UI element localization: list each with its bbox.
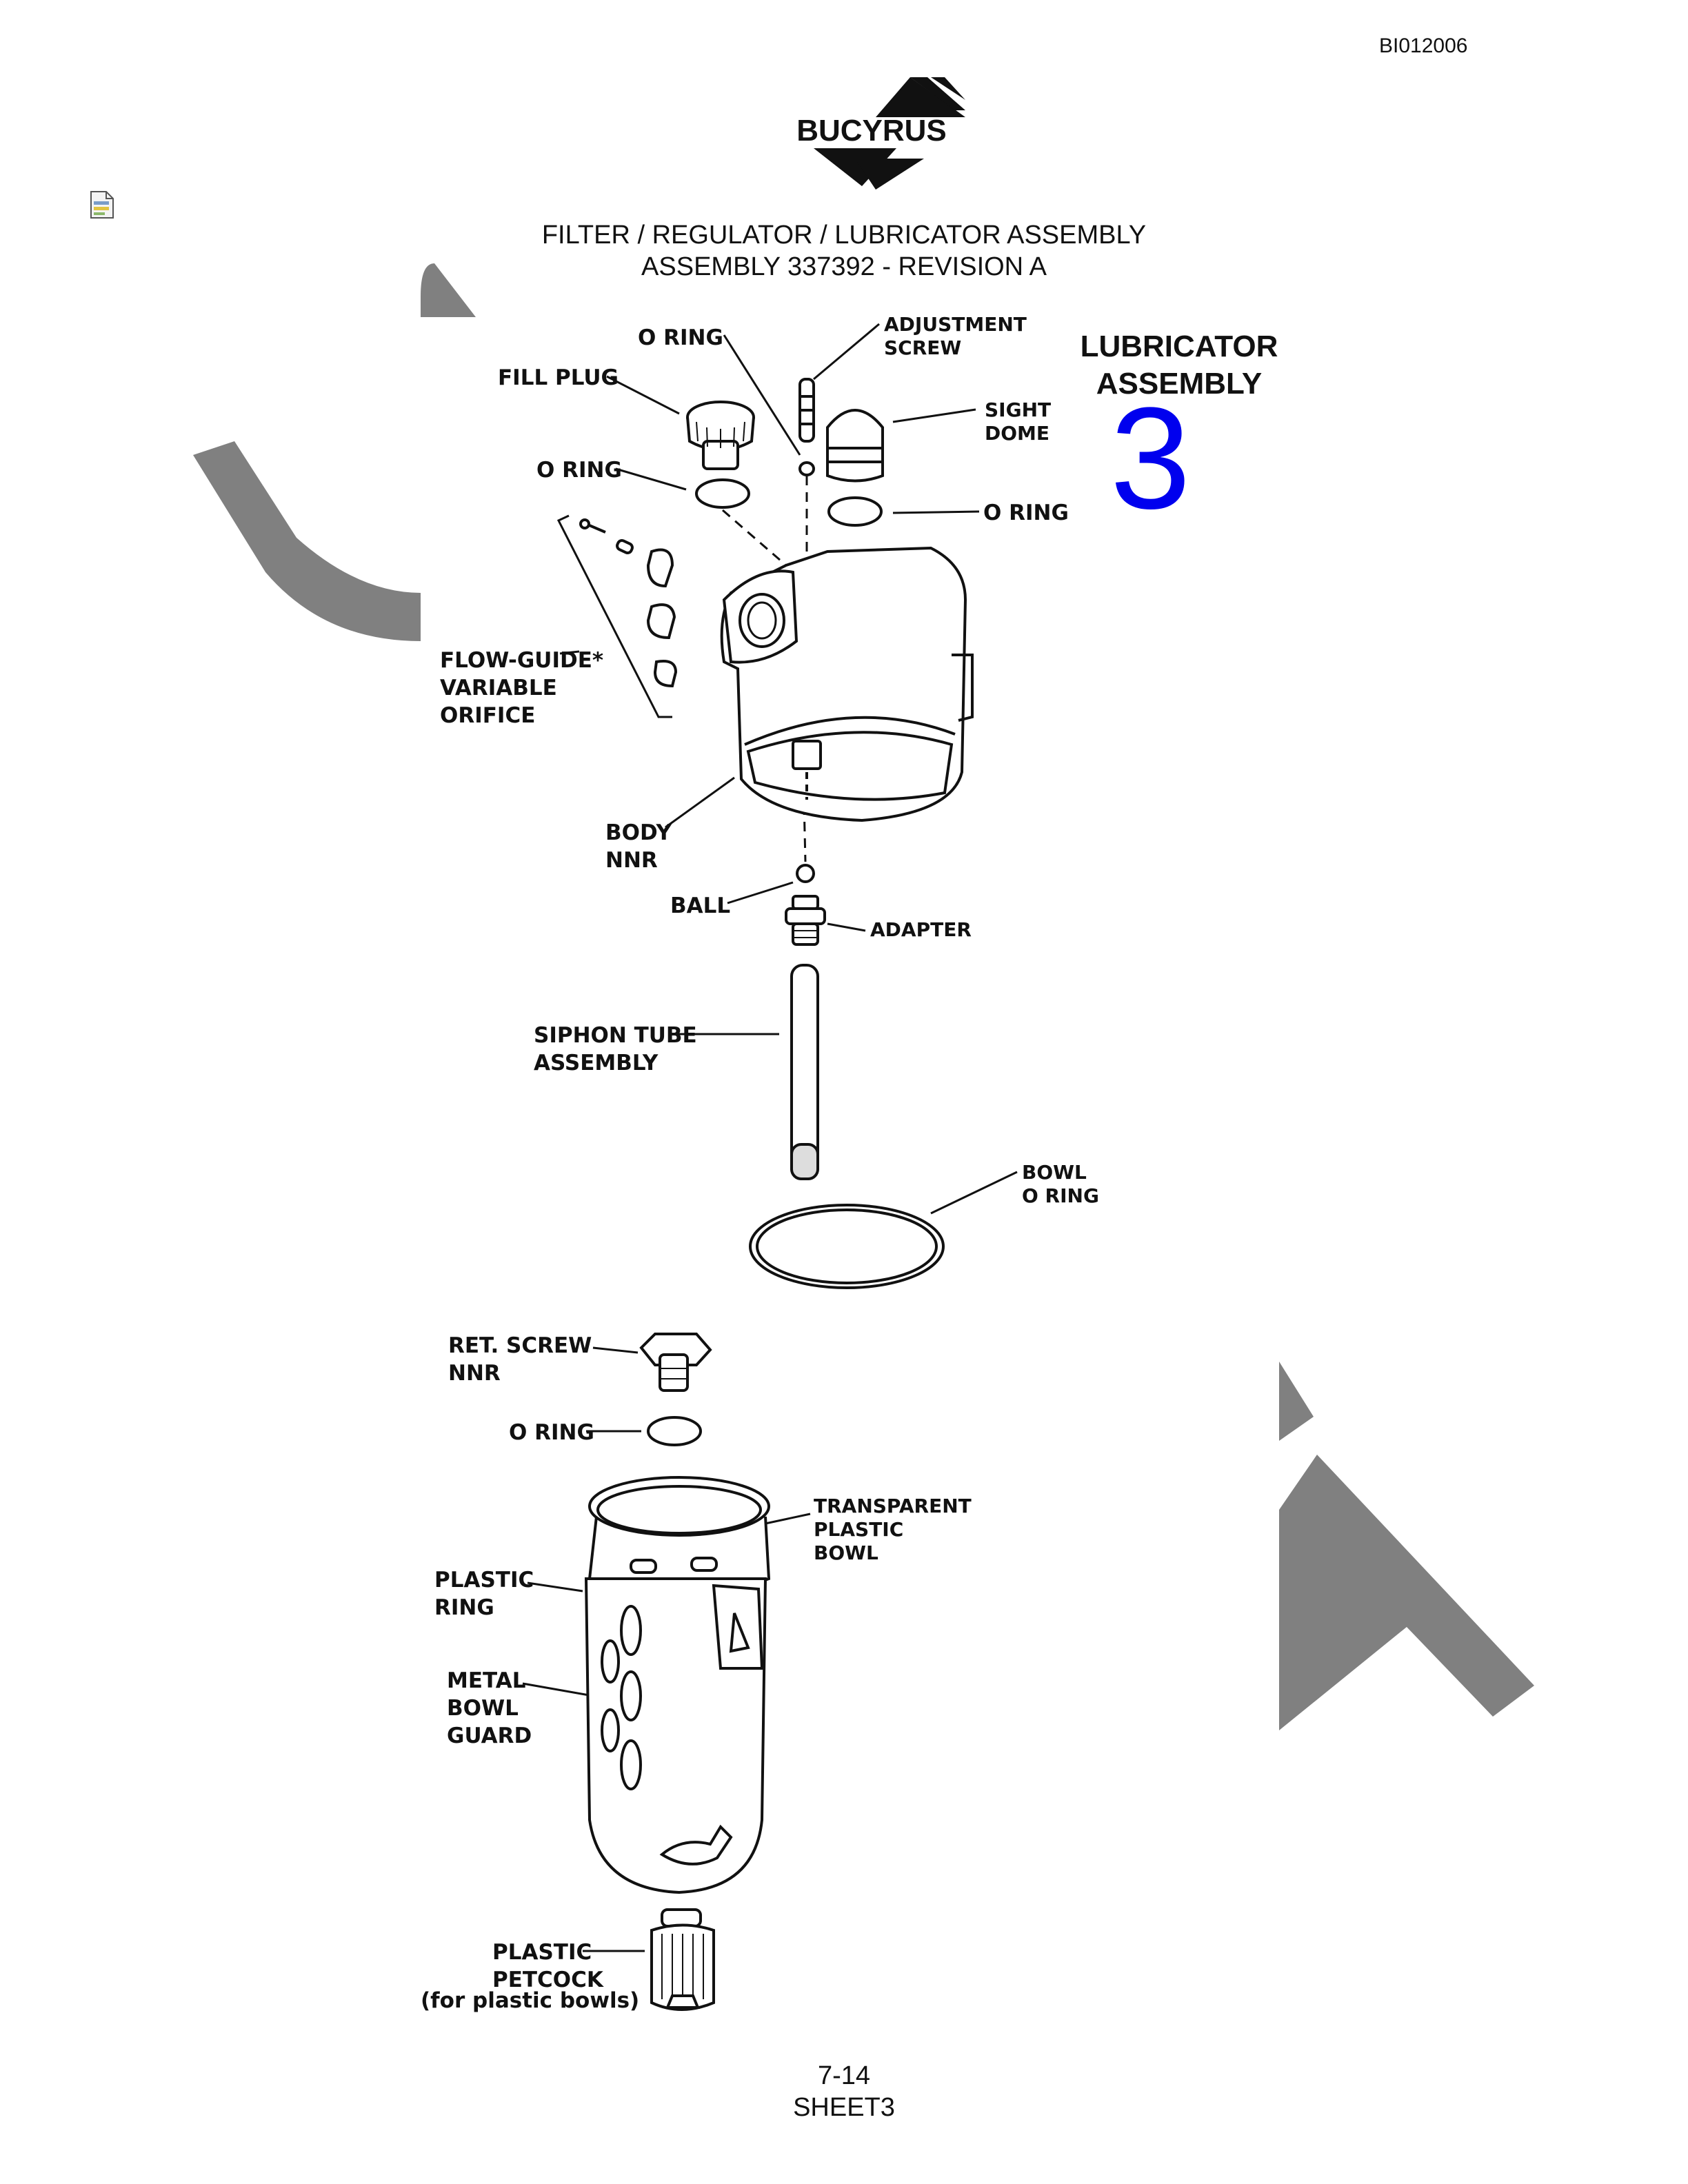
- label-o-ring-lower: O RING: [509, 1420, 594, 1445]
- bucyrus-wordmark: BUCYRUS: [796, 114, 947, 148]
- lubricator-body-part: [720, 546, 974, 822]
- section-number: 3: [1110, 377, 1191, 539]
- label-flow-guide: FLOW-GUIDE* VARIABLE ORIFICE: [440, 648, 604, 728]
- label-o-ring-left: O RING: [536, 458, 622, 483]
- small-o-ring-part: [798, 461, 815, 476]
- label-plastic-ring: PLASTIC RING: [434, 1568, 534, 1620]
- label-metal-bowl-guard: METAL BOWL GUARD: [447, 1668, 532, 1748]
- bowl-o-ring-part: [749, 1204, 945, 1289]
- label-body: BODY NNR: [605, 820, 672, 873]
- flow-guide-parts: [579, 518, 678, 688]
- lower-o-ring-part: [647, 1416, 702, 1446]
- label-plastic-petcock: PLASTIC PETCOCK: [492, 1940, 603, 1992]
- label-transparent-bowl: TRANSPARENT PLASTIC BOWL: [814, 1495, 972, 1564]
- sight-dome-o-ring-part: [827, 496, 883, 527]
- sheet-label: SHEET3: [793, 2093, 895, 2122]
- label-adjustment-screw: ADJUSTMENT SCREW: [884, 313, 1027, 359]
- label-o-ring-top: O RING: [638, 325, 723, 350]
- label-adapter: ADAPTER: [870, 918, 972, 941]
- page-title: FILTER / REGULATOR / LUBRICATOR ASSEMBLY: [541, 221, 1147, 250]
- leader-lines: [522, 323, 1018, 1952]
- document-icon[interactable]: [90, 190, 114, 219]
- center-lines: [722, 476, 808, 862]
- petcock-part: [650, 1908, 715, 2011]
- label-o-ring-right: O RING: [983, 501, 1069, 525]
- page-number: 7-14: [817, 2061, 871, 2090]
- section-name: LUBRICATOR ASSEMBLY: [1080, 330, 1278, 401]
- label-fill-plug: FILL PLUG: [498, 365, 619, 390]
- page-subtitle: ASSEMBLY 337392 - REVISION A: [641, 252, 1047, 281]
- fill-plug-part: [686, 401, 755, 470]
- label-ret-screw: RET. SCREW NNR: [448, 1333, 592, 1386]
- label-ball: BALL: [670, 893, 731, 918]
- document-id: BI012006: [1379, 34, 1468, 57]
- bucyrus-logo: BUCYRUS: [796, 77, 965, 190]
- label-sight-dome: SIGHT DOME: [985, 398, 1052, 445]
- ball-part: [796, 864, 815, 883]
- label-bowl-o-ring: BOWL O RING: [1022, 1161, 1099, 1207]
- fill-plug-o-ring-part: [695, 478, 750, 509]
- adapter-part: [785, 895, 826, 946]
- siphon-tube-part: [790, 964, 819, 1180]
- watermark: [193, 263, 1534, 1730]
- label-siphon-tube: SIPHON TUBE ASSEMBLY: [534, 1023, 697, 1075]
- ret-screw-part: [639, 1333, 712, 1392]
- sight-dome-part: [826, 409, 884, 483]
- adjustment-screw-part: [798, 378, 815, 443]
- bowl-assembly-part: [584, 1476, 771, 1894]
- label-petcock-note: (for plastic bowls): [421, 1988, 640, 2013]
- parts: [579, 378, 974, 2011]
